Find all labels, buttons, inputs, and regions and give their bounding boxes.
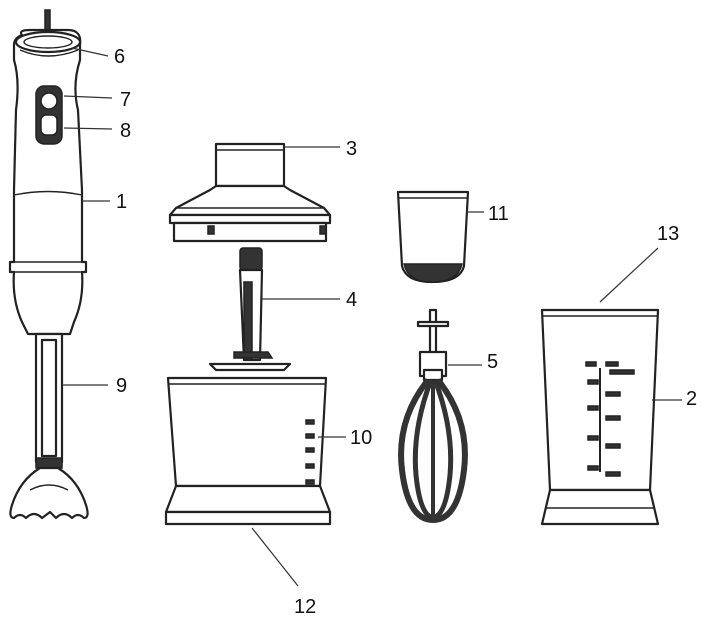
chopper-lid [168,142,332,243]
chopper-blade [208,247,292,372]
label-4: 4 [346,289,357,311]
label-7: 7 [120,89,131,111]
measuring-beaker [540,308,660,526]
turbo-button [40,114,58,136]
power-cord [44,9,51,33]
label-2: 2 [686,388,697,410]
blade-guard [9,466,89,520]
label-6: 6 [114,46,125,68]
hand-blender [8,9,89,520]
label-10: 10 [350,427,372,449]
chopper-bowl [164,376,332,526]
leader-lines [62,47,682,587]
part-numbers: 6 7 8 1 9 3 4 5 11 13 2 10 12 [114,46,697,618]
label-13: 13 [657,223,679,245]
motor-unit-body [8,28,88,336]
label-1: 1 [116,191,127,213]
label-3: 3 [346,138,357,160]
whisk-gearbox-cap [396,190,470,284]
label-8: 8 [120,120,131,142]
label-9: 9 [116,375,127,397]
speed-dial [14,30,82,54]
speed-button [40,92,58,110]
label-12: 12 [294,596,316,618]
label-11: 11 [488,203,509,225]
whisk [398,308,468,524]
label-5: 5 [487,351,498,373]
